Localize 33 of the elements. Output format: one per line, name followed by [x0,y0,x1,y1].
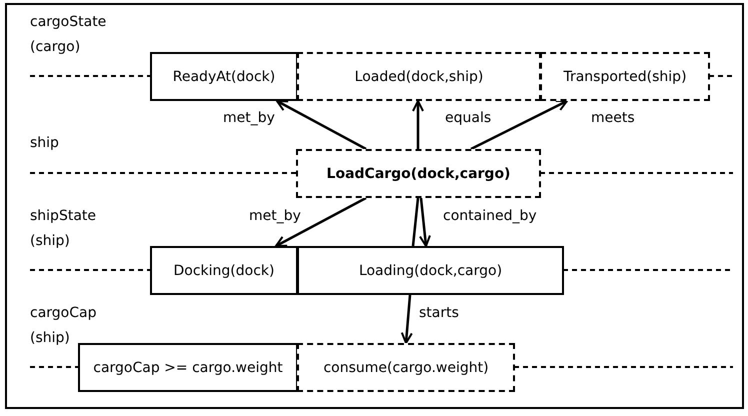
interval-label: Transported(ship) [563,68,687,84]
interval-box [540,52,710,101]
interval-label: LoadCargo(dock,cargo) [326,166,510,182]
interval-box [150,52,298,101]
timeline-label: (ship) [30,330,70,346]
interval-box [78,343,298,392]
arrow [412,100,424,149]
edge-label: met_by [222,110,276,126]
interval-box [297,246,564,295]
interval-label: consume(cargo.weight) [323,360,489,376]
arrow [276,100,367,150]
edge-label: equals [444,110,492,126]
timeline-label: (ship) [30,233,70,249]
timeline-label: cargoCap [30,305,96,321]
interval-box [150,246,298,295]
arrow [400,294,413,344]
interval-label: cargoCap >= cargo.weight [93,360,283,376]
interval-label: ReadyAt(dock) [172,68,276,84]
timeline-label: (cargo) [30,39,80,55]
edge-label: contained_by [442,208,538,224]
interval-box [297,343,515,392]
interval-box [296,149,541,198]
edge-label: met_by [248,208,302,224]
timeline-label: shipState [30,208,96,224]
arrow [470,100,568,150]
interval-box [297,52,541,101]
arrow [419,198,431,247]
timeline-label: cargoState [30,14,106,30]
interval-label: Loading(dock,cargo) [358,262,502,278]
interval-label: Docking(dock) [174,262,274,278]
interval-label: Loaded(dock,ship) [354,68,484,84]
arrow [275,196,367,248]
timeline-label: ship [30,135,59,151]
